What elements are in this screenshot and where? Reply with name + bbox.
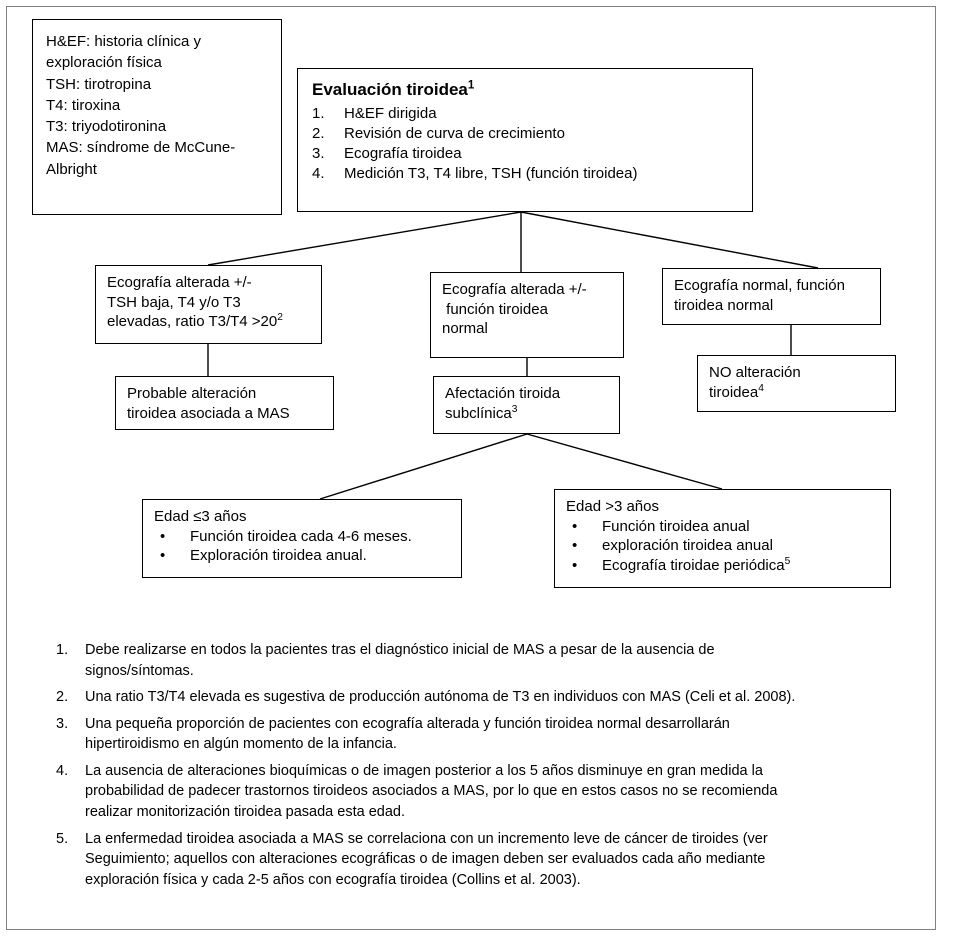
footnote-1-text: Debe realizarse en todos la pacientes tr… [85, 642, 715, 679]
abbreviations-legend: H&EF: historia clínica y exploración fís… [32, 19, 282, 215]
eval-item-3: 3. Ecografía tiroidea [312, 144, 744, 164]
eval-item-1-text: H&EF dirigida [344, 105, 437, 123]
edad-le3-bullet-2-text: Exploración tiroidea anual. [190, 547, 367, 565]
edad-le3-bullet-1: • Función tiroidea cada 4-6 meses. [154, 527, 452, 547]
footnote-2-number: 2. [56, 689, 69, 706]
legend-line-4: T4: tiroxina [46, 96, 121, 114]
edad-gt3-bullet-3: • Ecografía tiroidae periódica5 [566, 556, 881, 576]
edad-gt3-bullet-3-label: Ecografía tiroidae periódica [602, 557, 785, 575]
branch-left-line-1: Ecografía alterada +/- [107, 274, 252, 291]
eval-item-3-number: 3. [312, 144, 325, 162]
eval-item-2: 2. Revisión de curva de crecimiento [312, 124, 744, 144]
noalteration-line-2-text: tiroidea [709, 383, 759, 401]
bullet-icon: • [572, 557, 578, 575]
noalteration-superscript: 4 [758, 382, 764, 394]
eval-box-title: Evaluación tiroidea1 [312, 79, 744, 101]
footnote-5: 5. La enfermedad tiroidea asociada a MAS… [56, 829, 796, 891]
legend-line-1: H&EF: historia clínica y [46, 33, 202, 50]
eval-item-4: 4. Medición T3, T4 libre, TSH (función t… [312, 164, 744, 184]
footnote-5-text: La enfermedad tiroidea asociada a MAS se… [85, 830, 768, 888]
eval-item-2-text: Revisión de curva de crecimiento [344, 125, 565, 143]
node-afectacion-tiroida-subclinica: Afectación tiroida subclínica3 [433, 376, 620, 434]
footnote-3: 3. Una pequeña proporción de pacientes c… [56, 714, 796, 755]
subclinical-line-1: Afectación tiroida [445, 385, 561, 402]
footnotes-list: 1. Debe realizarse en todos la pacientes… [56, 640, 796, 890]
probable-line-2: tiroidea asociada a MAS [127, 404, 290, 422]
node-ecografia-alterada-tsh-baja: Ecografía alterada +/- TSH baja, T4 y/o … [95, 265, 322, 344]
node-ecografia-alterada-funcion-normal: Ecografía alterada +/- función tiroidea … [430, 272, 624, 358]
eval-box-list: 1. H&EF dirigida 2. Revisión de curva de… [312, 104, 744, 184]
bullet-icon: • [160, 527, 166, 545]
edad-le3-bullet-1-text: Función tiroidea cada 4-6 meses. [190, 527, 412, 545]
footnote-4-number: 4. [56, 762, 69, 779]
noalteration-line-2: tiroidea4 [709, 383, 886, 403]
subclinical-superscript: 3 [511, 403, 518, 415]
eval-item-2-number: 2. [312, 125, 325, 143]
node-ecografia-normal-funcion-normal: Ecografía normal, función tiroidea norma… [662, 268, 881, 325]
edad-gt3-bullet-3-superscript: 5 [784, 556, 791, 568]
bullet-icon: • [572, 537, 578, 555]
bullet-icon: • [160, 547, 166, 565]
eval-box-title-text: Evaluación tiroidea [312, 80, 468, 99]
branch-left-line-3-text: elevadas, ratio T3/T4 >20 [107, 313, 278, 330]
footnote-3-number: 3. [56, 715, 69, 732]
footnote-5-number: 5. [56, 830, 69, 847]
noalteration-line-1: NO alteración [709, 364, 801, 381]
node-evaluacion-tiroidea: Evaluación tiroidea1 1. H&EF dirigida 2.… [297, 68, 753, 212]
edad-gt3-bullet-3-text: Ecografía tiroidae periódica5 [602, 556, 881, 576]
legend-line-5: T3: triyodotironina [46, 118, 167, 136]
branch-right-line-2: tiroidea normal [674, 296, 774, 314]
edad-le3-heading: Edad ≤3 años [154, 508, 247, 525]
footnote-2: 2. Una ratio T3/T4 elevada es sugestiva … [56, 687, 796, 708]
edad-gt3-bullet-2-text: exploración tiroidea anual [602, 537, 773, 555]
probable-line-1: Probable alteración [127, 385, 257, 402]
branch-mid-line-1: Ecografía alterada +/- [442, 281, 587, 298]
subclinical-line-2: subclínica3 [445, 404, 610, 424]
node-edad-mayor-3-anos: Edad >3 años • Función tiroidea anual • … [554, 489, 891, 588]
branch-right-line-1: Ecografía normal, función [674, 277, 845, 294]
edad-le3-bullet-2: • Exploración tiroidea anual. [154, 546, 452, 566]
footnotes-section: 1. Debe realizarse en todos la pacientes… [56, 640, 796, 896]
eval-box-title-superscript: 1 [467, 79, 475, 92]
legend-line-7: Albright [46, 160, 97, 178]
node-edad-menor-igual-3-anos: Edad ≤3 años • Función tiroidea cada 4-6… [142, 499, 462, 578]
branch-left-line-2: TSH baja, T4 y/o T3 [107, 293, 241, 311]
eval-item-3-text: Ecografía tiroidea [344, 144, 462, 162]
edad-gt3-bullet-2: • exploración tiroidea anual [566, 536, 881, 556]
footnote-1-number: 1. [56, 642, 69, 658]
footnote-4: 4. La ausencia de alteraciones bioquímic… [56, 761, 796, 823]
edad-le3-bullet-list: • Función tiroidea cada 4-6 meses. • Exp… [154, 527, 452, 567]
eval-item-4-text: Medición T3, T4 libre, TSH (función tiro… [344, 164, 638, 182]
edad-gt3-heading: Edad >3 años [566, 498, 659, 515]
edad-gt3-bullet-list: • Función tiroidea anual • exploración t… [566, 517, 881, 577]
footnote-3-text: Una pequeña proporción de pacientes con … [85, 715, 730, 753]
branch-mid-line-2: función tiroidea [442, 300, 548, 318]
edad-gt3-bullet-1-text: Función tiroidea anual [602, 517, 750, 535]
eval-item-4-number: 4. [312, 164, 325, 182]
eval-item-1-number: 1. [312, 105, 325, 123]
branch-left-line-3: elevadas, ratio T3/T4 >202 [107, 312, 312, 332]
bullet-icon: • [572, 517, 578, 535]
branch-mid-line-3: normal [442, 320, 488, 337]
legend-line-2: exploración física [46, 54, 162, 72]
legend-line-6: MAS: síndrome de McCune- [46, 139, 236, 157]
eval-item-1: 1. H&EF dirigida [312, 104, 744, 124]
node-no-alteracion-tiroidea: NO alteración tiroidea4 [697, 355, 896, 412]
footnote-2-text: Una ratio T3/T4 elevada es sugestiva de … [85, 689, 796, 706]
footnote-4-text: La ausencia de alteraciones bioquímicas … [85, 762, 778, 821]
edad-gt3-bullet-1: • Función tiroidea anual [566, 517, 881, 537]
subclinical-line-2-text: subclínica [445, 404, 512, 422]
legend-line-3: TSH: tirotropina [46, 75, 152, 93]
branch-left-superscript: 2 [277, 312, 283, 323]
footnote-1: 1. Debe realizarse en todos la pacientes… [56, 640, 796, 681]
node-probable-alteracion-tiroidea-mas: Probable alteración tiroidea asociada a … [115, 376, 334, 430]
